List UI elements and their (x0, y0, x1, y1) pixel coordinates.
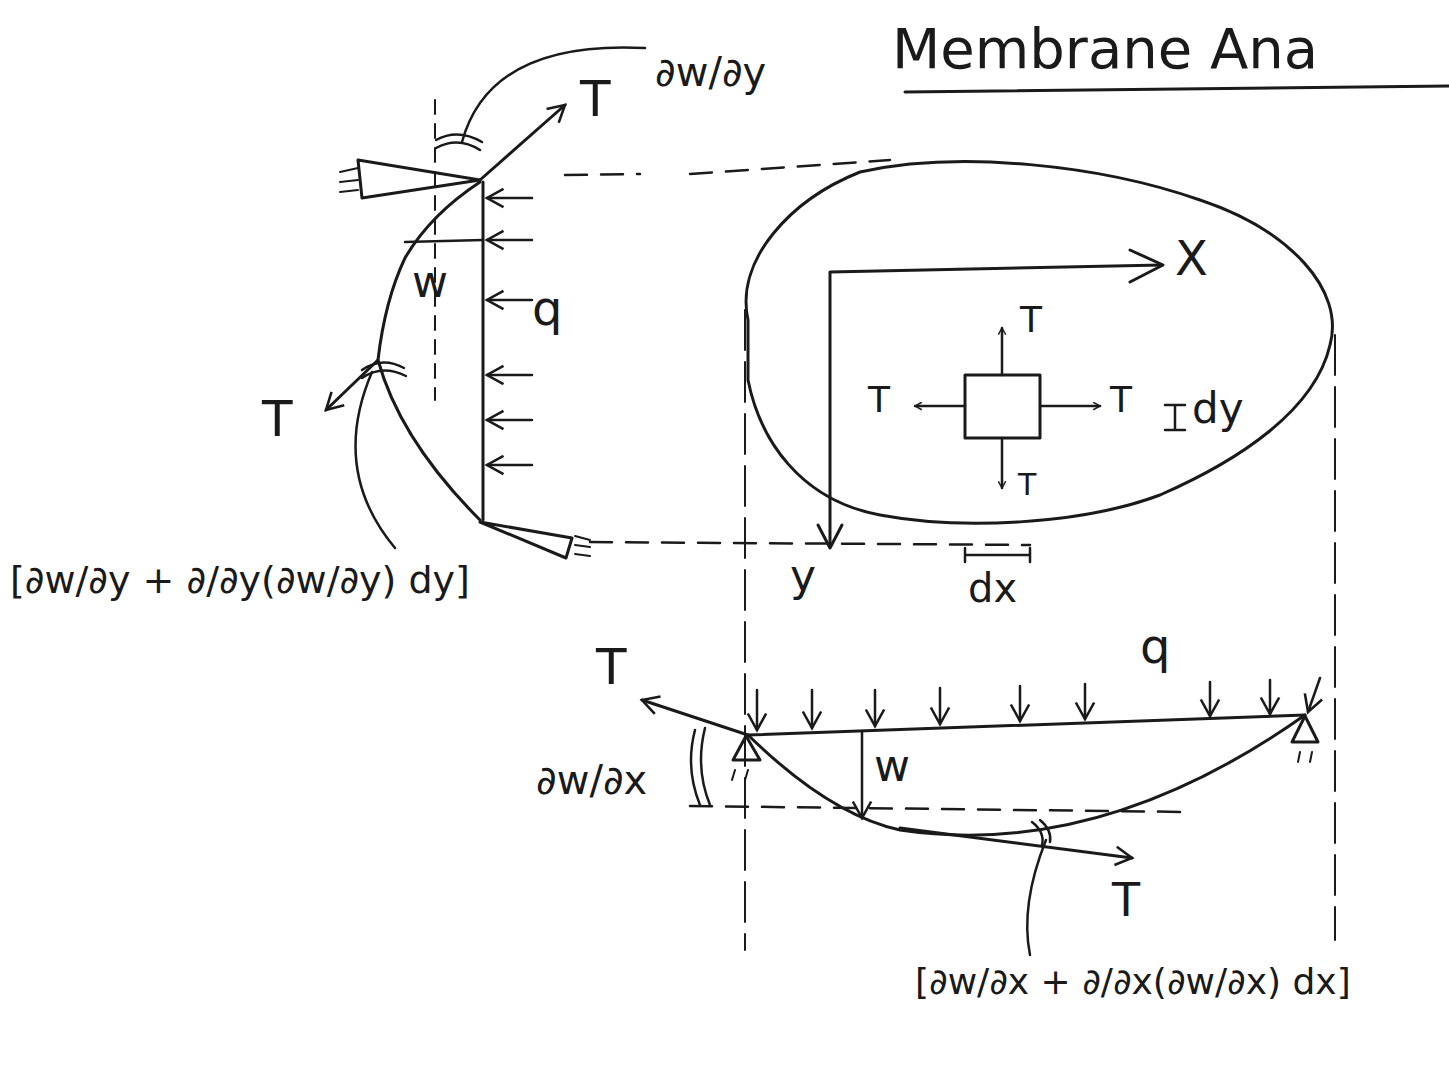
tension-arrow (326, 360, 378, 410)
axes (830, 265, 1162, 545)
angle-arc (1032, 820, 1050, 845)
title-underline (905, 86, 1449, 92)
deflected-membrane (378, 182, 480, 520)
symbol-label: T (868, 380, 890, 420)
angle-arc (691, 728, 710, 805)
projection-line (744, 310, 746, 950)
tension-arrow (900, 828, 1132, 858)
leader-line (462, 47, 645, 142)
pin-support (1292, 716, 1318, 742)
membrane-element (965, 375, 1040, 438)
dimension-mark (965, 548, 1030, 562)
symbol-label: y (790, 552, 816, 600)
hatch (340, 168, 358, 192)
axis-head (1130, 250, 1163, 282)
symbol-label: T (1112, 875, 1140, 926)
symbol-label: T (262, 392, 293, 447)
hatch (575, 536, 590, 556)
angle-arc (436, 134, 482, 150)
dimension-mark (1165, 405, 1185, 430)
load-baseline (482, 182, 485, 520)
angle-arc (362, 362, 406, 378)
symbol-label: T (596, 640, 627, 695)
deflection-arrow (405, 240, 483, 242)
symbol-label: T (1018, 468, 1036, 501)
projection-line (565, 160, 890, 175)
derivative-expression: [∂w/∂x + ∂/∂x(∂w/∂x) dx] (915, 962, 1351, 1002)
load-baseline (748, 715, 1305, 735)
symbol-label: X (1175, 232, 1208, 285)
symbol-label: dy (1192, 386, 1244, 432)
deflected-membrane (748, 715, 1305, 835)
support-wedge (358, 160, 480, 198)
symbol-label: dx (968, 566, 1017, 610)
symbol-label: q (1140, 620, 1170, 673)
support-wedge (480, 522, 572, 558)
symbol-label: ∂w/∂x (536, 758, 647, 802)
leader-line (356, 372, 395, 548)
membrane-outline (746, 162, 1332, 524)
symbol-label: ∂w/∂y (655, 50, 766, 94)
leader-line (1027, 840, 1046, 955)
symbol-label: T (580, 72, 611, 127)
load-arrows (757, 678, 1320, 730)
deflection-arrow (861, 732, 864, 818)
hatch (732, 752, 1312, 780)
axis-head (818, 525, 842, 548)
pin-support (733, 736, 760, 760)
symbol-label: T (1110, 380, 1132, 420)
reference-line (434, 100, 436, 400)
reference-line (690, 806, 1190, 812)
symbol-label: w (412, 258, 448, 306)
sketch-title: Membrane Ana (892, 18, 1318, 80)
derivative-expression: [∂w/∂y + ∂/∂y(∂w/∂y) dy] (10, 560, 470, 602)
projection-line (1334, 335, 1336, 940)
element-tension-arrows (915, 328, 1100, 488)
symbol-label: T (1020, 300, 1042, 340)
tension-arrow (480, 105, 565, 180)
symbol-label: q (532, 282, 562, 335)
symbol-label: w (874, 742, 910, 790)
load-arrows (487, 198, 532, 465)
projection-line (590, 542, 1030, 545)
